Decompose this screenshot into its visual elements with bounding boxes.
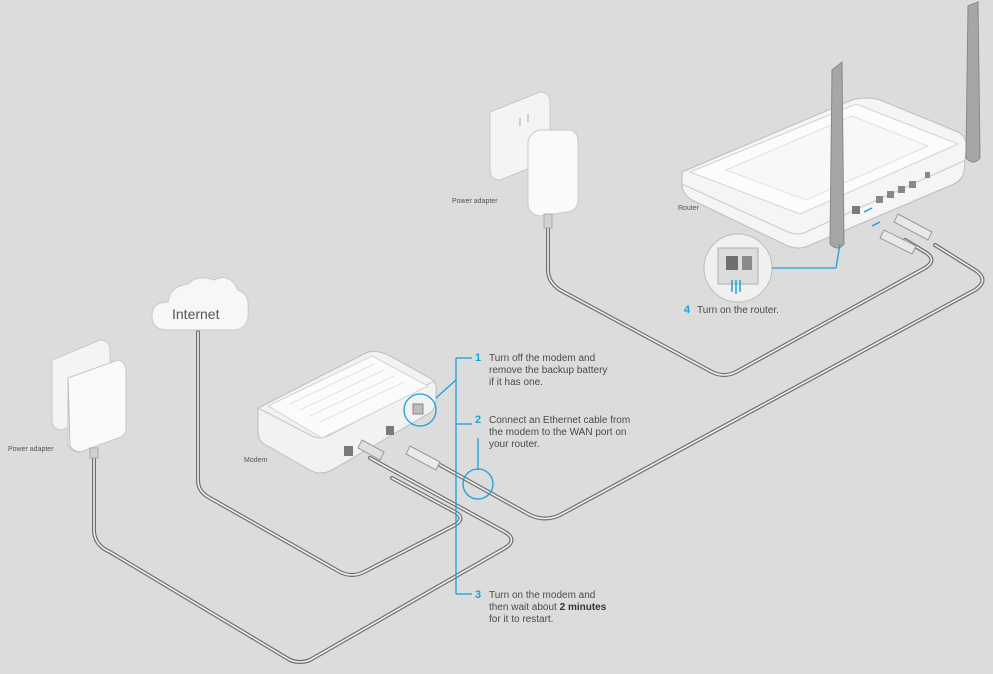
router-label: Router [678, 205, 700, 212]
step-callout-lines [435, 357, 479, 595]
internet-label: Internet [172, 306, 220, 322]
step-1-text: Turn off the modem and remove the backup… [489, 353, 607, 389]
step-2-line-1: Connect an Ethernet cable from [489, 415, 631, 426]
power-button-zoom [703, 233, 841, 303]
step-2-line-3: your router. [489, 439, 540, 450]
top-power-adapter-label: Power adapter [452, 198, 498, 205]
modem-power-cable [92, 453, 514, 664]
modem-device [257, 351, 441, 474]
step-3-line-3: for it to restart. [489, 614, 554, 625]
step-2-number: 2 [475, 414, 482, 426]
step-4-text: Turn on the router. [697, 305, 779, 316]
step-3-line-1: Turn on the modem and [489, 590, 596, 601]
step-3-text: Turn on the modem and then wait about 2 … [489, 590, 606, 626]
step-2-text: Connect an Ethernet cable from the modem… [489, 415, 630, 451]
left-power-adapter [51, 339, 127, 459]
step-3-line-2-text: then wait about [489, 602, 560, 613]
top-power-adapter [489, 91, 579, 229]
step-3-duration: 2 minutes [559, 602, 607, 613]
step-2-line-2: the modem to the WAN port on [489, 427, 627, 438]
step-1-line-1: Turn off the modem and [489, 353, 596, 364]
step-3-line-2: then wait about 2 minutes [489, 602, 606, 614]
step-3-number: 3 [475, 589, 482, 601]
internet-cloud [151, 277, 249, 331]
modem-label: Modem [244, 457, 268, 464]
step-1-number: 1 [475, 352, 482, 364]
router-device [681, 1, 981, 255]
step-1-line-2: remove the backup battery [489, 365, 608, 376]
step-1-line-3: if it has one. [489, 377, 543, 388]
left-power-adapter-label: Power adapter [8, 446, 54, 453]
step-4-number: 4 [684, 304, 691, 316]
